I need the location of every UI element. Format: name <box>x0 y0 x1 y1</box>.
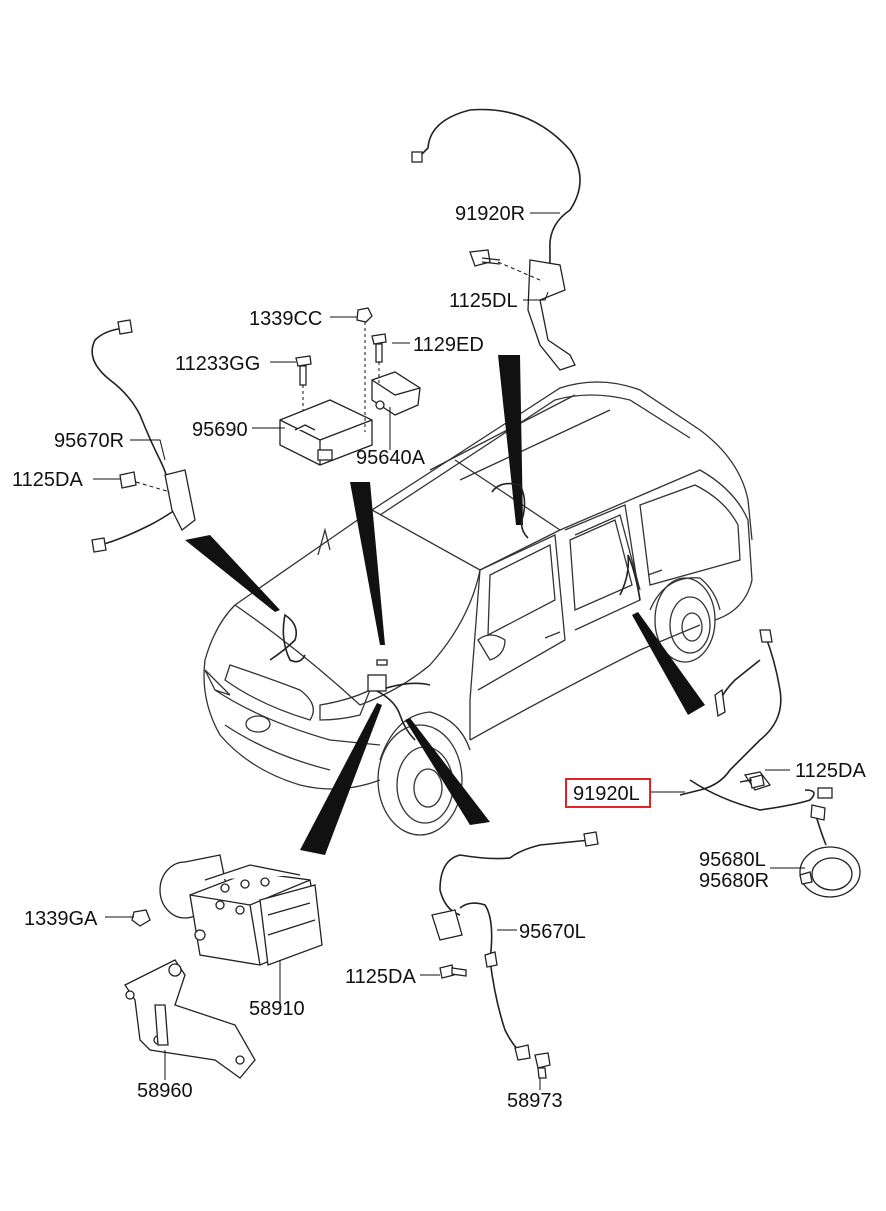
sensor-95670R <box>91 319 196 553</box>
pointer-airbag-module <box>350 482 385 645</box>
label-1125DL[interactable]: 1125DL <box>449 290 518 312</box>
highlight-box-91920L <box>565 778 651 808</box>
label-1125DA-right[interactable]: 1125DA <box>795 760 866 782</box>
nut-1339GA <box>131 909 151 927</box>
bracket-58960 <box>124 959 256 1079</box>
label-58960[interactable]: 58960 <box>137 1080 193 1102</box>
bracket-95640A <box>371 371 421 416</box>
label-11233GG[interactable]: 11233GG <box>175 353 260 375</box>
label-1339GA[interactable]: 1339GA <box>24 908 98 930</box>
label-91920R[interactable]: 91920R <box>455 203 525 225</box>
label-1125DA-bottom[interactable]: 1125DA <box>345 966 416 988</box>
label-1339CC[interactable]: 1339CC <box>249 308 322 330</box>
pointer-rear-left-sensor <box>632 612 705 715</box>
leader-lines <box>93 212 805 1090</box>
label-95670L[interactable]: 95670L <box>519 921 586 943</box>
label-95680R[interactable]: 95680R <box>699 870 769 892</box>
label-58910[interactable]: 58910 <box>249 998 305 1020</box>
label-1125DA-left[interactable]: 1125DA <box>12 469 83 491</box>
module-95690 <box>279 399 373 466</box>
sensor-58973 <box>534 1052 551 1079</box>
hecu-assembly-58910 <box>159 854 323 966</box>
label-1129ED[interactable]: 1129ED <box>413 334 484 356</box>
callout-labels: 91920R 1125DL 1339CC 1129ED 11233GG 9569… <box>12 203 866 1112</box>
label-95640A[interactable]: 95640A <box>356 447 426 469</box>
label-91920L[interactable]: 91920L <box>573 783 640 805</box>
bolt-1125DA-bottom <box>439 964 467 979</box>
sensor-95670L <box>431 831 599 1061</box>
fasteners-module <box>295 307 387 432</box>
bolt-1125DA-right <box>739 774 765 789</box>
pointer-hecu <box>300 703 382 855</box>
pointer-front-left-sensor <box>185 535 280 612</box>
vehicle-illustration <box>203 381 753 836</box>
label-95690[interactable]: 95690 <box>192 419 248 441</box>
vehicle-wiring <box>269 482 641 741</box>
label-95670R[interactable]: 95670R <box>54 430 124 452</box>
sensor-95680 <box>799 804 861 898</box>
label-58973[interactable]: 58973 <box>507 1090 563 1112</box>
location-pointers <box>185 355 705 855</box>
label-95680L[interactable]: 95680L <box>699 849 766 871</box>
harness-91920R <box>411 108 581 371</box>
pointer-front-right-sensor <box>405 718 490 825</box>
pointer-rear-right-sensor <box>498 355 523 525</box>
